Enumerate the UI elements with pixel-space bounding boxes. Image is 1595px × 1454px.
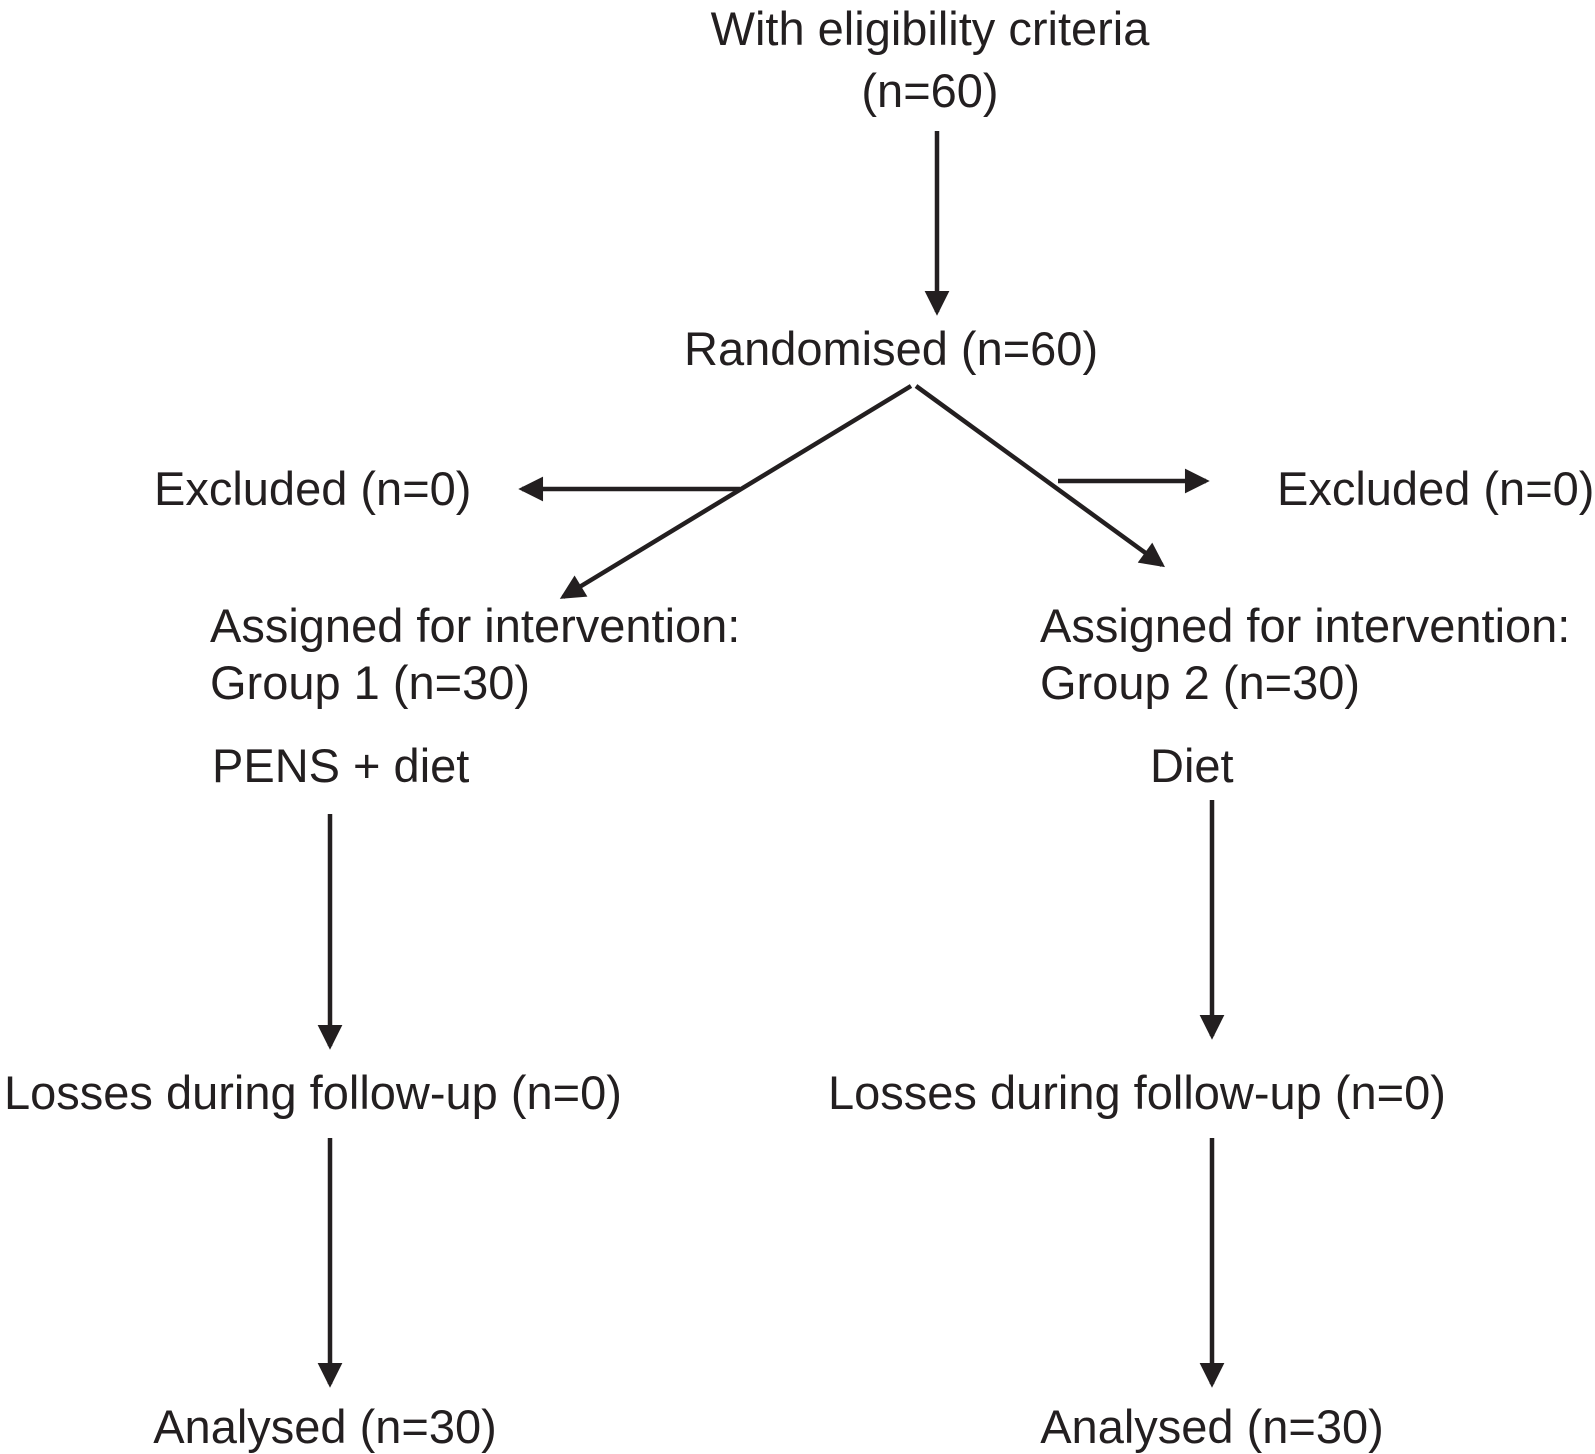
node-group2-intervention: Diet [1150, 739, 1234, 792]
arrow-randomised-to-group2 [914, 384, 1166, 568]
node-group1-assigned: Assigned for intervention: [210, 599, 741, 652]
node-randomised: Randomised (n=60) [684, 322, 1099, 375]
node-group2-count: Group 2 (n=30) [1040, 656, 1361, 709]
node-analysed-right: Analysed (n=30) [1040, 1400, 1384, 1453]
node-excluded-right: Excluded (n=0) [1277, 462, 1595, 515]
node-group1-intervention: PENS + diet [212, 739, 470, 792]
node-analysed-left: Analysed (n=30) [153, 1400, 497, 1453]
node-losses-left: Losses during follow-up (n=0) [4, 1066, 622, 1119]
node-group1-count: Group 1 (n=30) [210, 656, 531, 709]
node-eligibility-line1: With eligibility criteria [710, 2, 1150, 55]
arrow-randomised-to-group1 [559, 384, 913, 599]
node-excluded-left: Excluded (n=0) [154, 462, 472, 515]
node-eligibility-line2: (n=60) [861, 64, 999, 117]
node-group2-assigned: Assigned for intervention: [1040, 599, 1571, 652]
node-losses-right: Losses during follow-up (n=0) [828, 1066, 1446, 1119]
